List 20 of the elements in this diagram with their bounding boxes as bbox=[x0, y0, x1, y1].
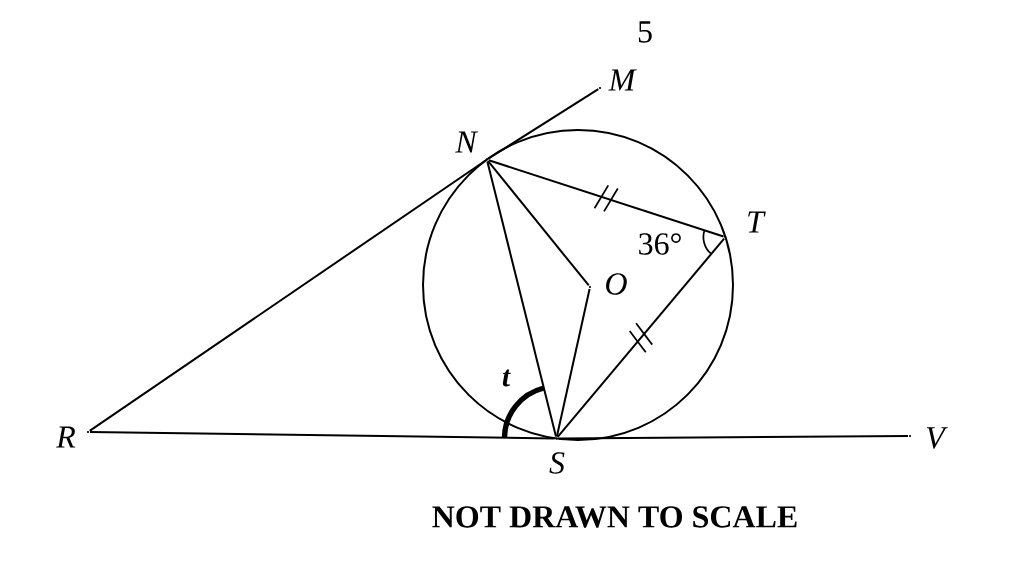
line-segment bbox=[557, 435, 909, 440]
caption: NOT DRAWN TO SCALE bbox=[432, 506, 797, 528]
line-segment bbox=[487, 159, 725, 238]
angle-label: 36° bbox=[639, 233, 681, 255]
point-label: R bbox=[56, 426, 76, 448]
point-label: S bbox=[549, 452, 565, 474]
point-label: O bbox=[606, 273, 627, 295]
point-label: M bbox=[608, 69, 637, 91]
point-label: T bbox=[748, 211, 766, 233]
point-label: N bbox=[455, 131, 479, 153]
question-number: 5 bbox=[638, 21, 652, 43]
line-segment bbox=[487, 160, 590, 287]
line-segment bbox=[487, 88, 600, 160]
line-segment bbox=[486, 160, 557, 438]
line-segment bbox=[556, 237, 726, 438]
angle-label: t bbox=[502, 369, 511, 387]
point-label: V bbox=[926, 427, 948, 449]
line-segment bbox=[88, 159, 487, 432]
line-segment bbox=[555, 287, 591, 438]
line-segment bbox=[89, 431, 556, 440]
